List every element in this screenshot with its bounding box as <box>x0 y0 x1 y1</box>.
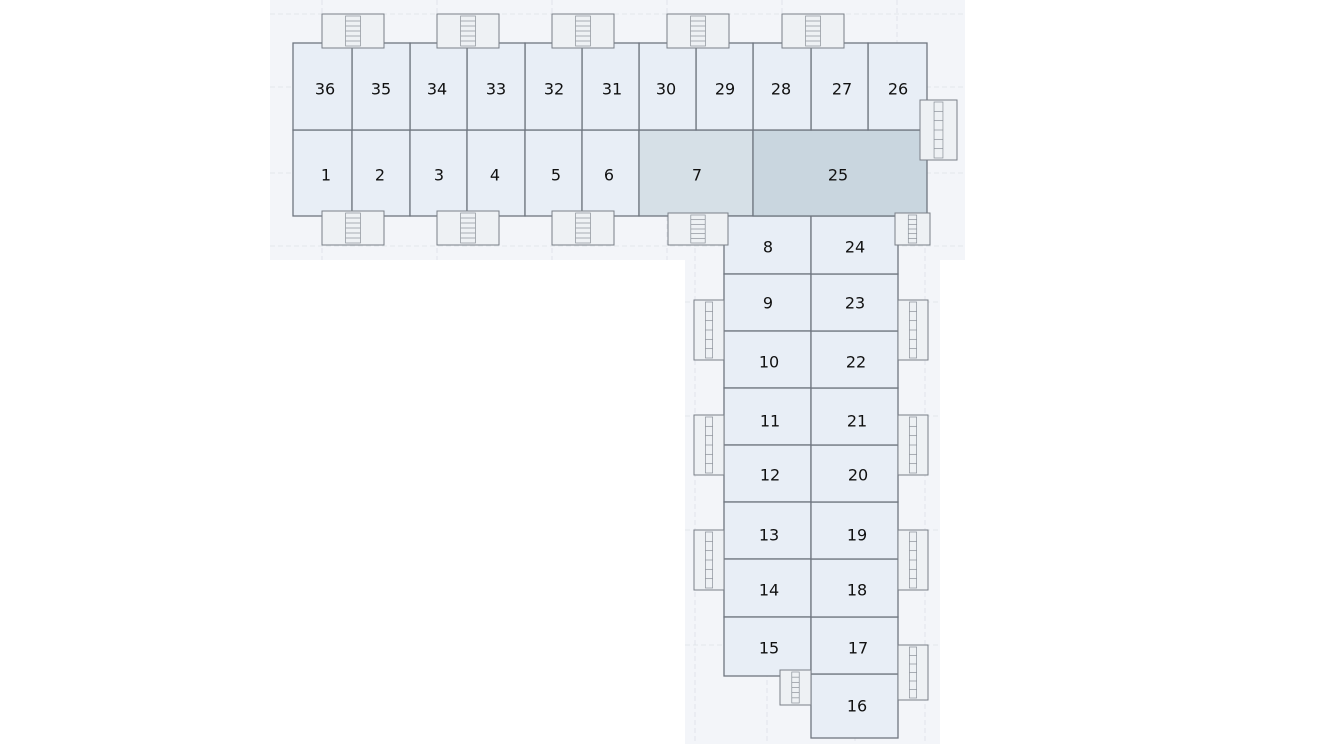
unit-22[interactable] <box>810 330 899 389</box>
unit-label: 35 <box>371 80 391 99</box>
unit-35[interactable] <box>351 42 411 131</box>
unit-label: 28 <box>771 80 791 99</box>
unit-7[interactable] <box>638 129 754 217</box>
unit-label: 29 <box>715 80 735 99</box>
unit-30[interactable] <box>638 42 697 131</box>
unit-14[interactable] <box>723 558 812 618</box>
unit-15[interactable] <box>723 616 812 677</box>
unit-label: 17 <box>848 639 868 658</box>
unit-label: 32 <box>544 80 564 99</box>
unit-24[interactable] <box>810 215 899 275</box>
unit-1[interactable] <box>292 129 353 217</box>
unit-label: 14 <box>759 581 779 600</box>
unit-label: 19 <box>847 526 867 545</box>
unit-label: 21 <box>847 412 867 431</box>
unit-label: 15 <box>759 639 779 658</box>
unit-label: 30 <box>656 80 676 99</box>
unit-label: 2 <box>375 166 385 185</box>
stair-core-icon <box>781 13 845 49</box>
unit-label: 36 <box>315 80 335 99</box>
unit-13[interactable] <box>723 501 812 560</box>
unit-label: 1 <box>321 166 331 185</box>
stair-cores <box>321 13 958 706</box>
unit-label: 18 <box>847 581 867 600</box>
unit-4[interactable] <box>466 129 526 217</box>
unit-25[interactable] <box>752 129 928 217</box>
unit-label: 34 <box>427 80 447 99</box>
unit-26[interactable] <box>867 42 928 131</box>
unit-label: 10 <box>759 353 779 372</box>
unit-23[interactable] <box>810 273 899 332</box>
unit-label: 5 <box>551 166 561 185</box>
unit-label: 25 <box>828 166 848 185</box>
unit-label: 22 <box>846 353 866 372</box>
unit-16[interactable] <box>810 673 899 739</box>
unit-label: 23 <box>845 294 865 313</box>
unit-label: 33 <box>486 80 506 99</box>
unit-6[interactable] <box>581 129 640 217</box>
unit-label: 16 <box>847 697 867 716</box>
unit-9[interactable] <box>723 273 812 332</box>
unit-36[interactable] <box>292 42 353 131</box>
unit-label: 13 <box>759 526 779 545</box>
unit-label: 4 <box>490 166 500 185</box>
unit-34[interactable] <box>409 42 468 131</box>
stair-core-icon <box>897 529 929 591</box>
unit-label: 26 <box>888 80 908 99</box>
unit-label: 24 <box>845 238 865 257</box>
unit-label: 12 <box>760 466 780 485</box>
unit-label: 3 <box>434 166 444 185</box>
unit-5[interactable] <box>524 129 583 217</box>
unit-21[interactable] <box>810 387 899 446</box>
unit-label: 31 <box>602 80 622 99</box>
unit-label: 11 <box>760 412 780 431</box>
unit-18[interactable] <box>810 558 899 618</box>
unit-label: 27 <box>832 80 852 99</box>
unit-label: 8 <box>763 238 773 257</box>
unit-label: 20 <box>848 466 868 485</box>
unit-label: 7 <box>692 166 702 185</box>
unit-label: 9 <box>763 294 773 313</box>
unit-label: 6 <box>604 166 614 185</box>
